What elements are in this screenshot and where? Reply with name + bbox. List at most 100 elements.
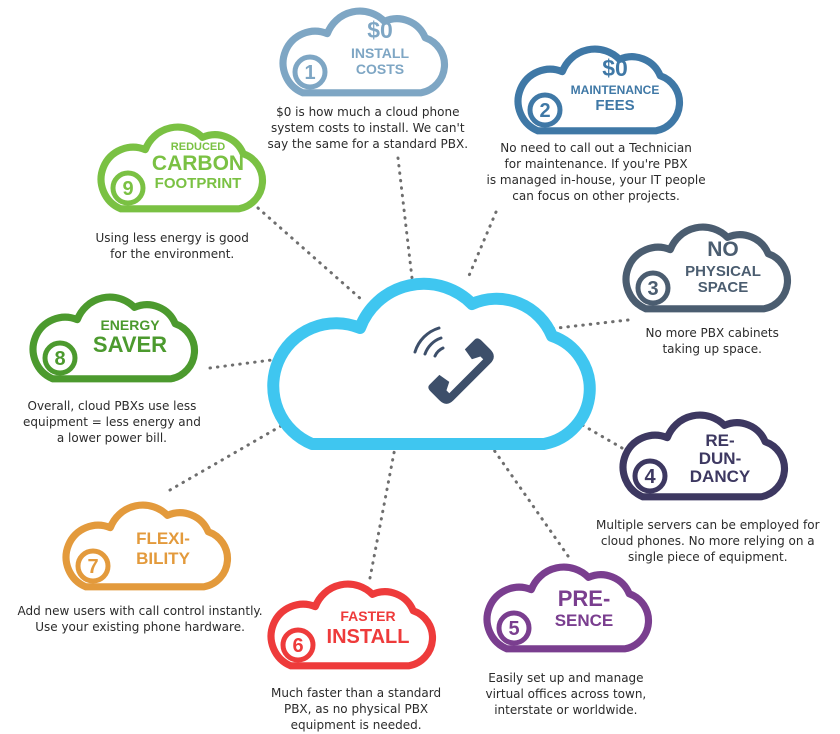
description-line: No more PBX cabinets [645, 326, 779, 340]
benefit-number: 4 [644, 466, 656, 488]
benefit-number: 7 [87, 556, 98, 578]
benefit-title-line: SPACE [698, 279, 749, 296]
connector-line-6 [368, 430, 400, 580]
benefit-number: 9 [122, 178, 133, 200]
description-line: virtual offices across town, [485, 687, 647, 701]
benefit-title-line: NO [707, 238, 739, 261]
benefit-description-3: No more PBX cabinets taking up space. [646, 325, 779, 357]
benefit-title-line: FLEXI- [136, 529, 190, 548]
connector-line-5 [478, 428, 570, 558]
number-badge [632, 458, 668, 494]
benefit-title-line: INSTALL [327, 626, 410, 648]
description-line: taking up space. [662, 342, 762, 356]
description-line: Using less energy is good [95, 231, 249, 245]
description-line: is managed in-house, your IT people [486, 173, 706, 187]
benefit-title-line: PRE- [558, 586, 611, 611]
connector-line-2 [466, 210, 498, 280]
description-line: equipment = less energy and [23, 415, 201, 429]
description-line: PBX, as no physical PBX [283, 702, 429, 716]
description-line: equipment is needed. [290, 718, 422, 732]
center-cloud-shape [273, 284, 590, 444]
connector-line-7 [168, 413, 302, 492]
benefit-title-line: $0 [367, 17, 393, 43]
benefit-description-2: No need to call out a Technician for main… [487, 140, 706, 204]
phone-ringing-icon [428, 338, 494, 404]
connector-line-1 [396, 156, 414, 280]
connector-lines [168, 156, 630, 580]
description-line: can focus on other projects. [512, 189, 680, 203]
number-badge [527, 92, 563, 128]
number-badge [75, 548, 111, 584]
description-line: Easily set up and manage [488, 671, 644, 685]
benefit-clouds: 1$0INSTALLCOSTS2$0MAINTENANCEFEES3NOPHYS… [33, 11, 787, 666]
benefit-title-line: FEES [595, 97, 634, 114]
number-badge [635, 270, 671, 306]
benefit-number: 8 [54, 348, 65, 370]
benefit-6: 6 FASTER INSTALL [271, 584, 432, 666]
description-line: say the same for a standard PBX. [267, 137, 469, 151]
benefit-title-line: $0 [602, 55, 628, 81]
benefit-description-8: Overall, cloud PBXs use less equipment = … [23, 398, 201, 446]
benefit-7: 7 FLEXI-BILITY [66, 505, 227, 587]
benefit-4: 4 RE-DUN-DANCY [623, 415, 784, 497]
benefit-description-5: Easily set up and manage virtual offices … [486, 670, 647, 718]
benefit-title-line: ENERGY [100, 317, 160, 333]
signal-wave-2 [423, 336, 443, 356]
number-badge [110, 170, 146, 206]
benefit-title-line: RE- [705, 431, 734, 450]
description-line: system costs to install. We can't [271, 121, 465, 135]
benefit-title-line: INSTALL [351, 45, 410, 61]
description-line: Use your existing phone hardware. [35, 620, 245, 634]
connector-line-4 [546, 403, 624, 450]
description-line: single piece of equipment. [627, 550, 788, 564]
description-line: Much faster than a standard [271, 686, 442, 700]
benefit-5: 5 PRE-SENCE [487, 567, 648, 649]
benefit-title-line: REDUCED [171, 141, 225, 153]
benefit-title-line: BILITY [136, 549, 190, 568]
benefit-title-line: SAVER [93, 332, 167, 357]
benefit-number: 1 [304, 62, 315, 84]
connector-line-9 [256, 206, 364, 302]
benefit-title-line: DUN- [699, 449, 742, 468]
number-badge [496, 610, 532, 646]
description-line: cloud phones. No more relying on a [600, 534, 815, 548]
description-line: No need to call out a Technician [500, 141, 692, 155]
benefit-title-line: FASTER [340, 608, 395, 624]
benefit-number: 3 [647, 278, 658, 300]
description-line: interstate or worldwide. [494, 703, 638, 717]
benefit-description-1: $0 is how much a cloud phone system costs… [268, 104, 469, 152]
benefit-description-7: Add new users with call control instantl… [18, 603, 263, 635]
number-badge [280, 627, 316, 663]
description-line: a lower power bill. [56, 431, 167, 445]
benefit-title-line: FOOTPRINT [155, 175, 242, 192]
signal-wave-3 [413, 326, 441, 354]
benefit-title-line: PHYSICAL [685, 263, 761, 280]
benefit-title-line: DANCY [690, 467, 751, 486]
benefit-description-4: Multiple servers can be employed for clou… [596, 517, 820, 565]
description-line: $0 is how much a cloud phone [276, 105, 460, 119]
benefit-title-line: SENCE [555, 611, 614, 630]
signal-wave-1 [433, 346, 445, 358]
benefit-number: 2 [539, 100, 550, 122]
benefit-number: 5 [508, 618, 519, 640]
description-line: Overall, cloud PBXs use less [27, 399, 197, 413]
description-line: for maintenance. If you're PBX [504, 157, 688, 171]
description-line: Add new users with call control instantl… [17, 604, 263, 618]
description-line: Multiple servers can be employed for [596, 518, 820, 532]
benefit-title-line: COSTS [356, 61, 404, 77]
benefit-title-line: MAINTENANCE [571, 83, 660, 97]
central-cloud [273, 284, 590, 444]
benefit-number: 6 [292, 635, 303, 657]
number-badge [42, 340, 78, 376]
number-badge [292, 54, 328, 90]
benefit-title-line: CARBON [152, 152, 244, 175]
